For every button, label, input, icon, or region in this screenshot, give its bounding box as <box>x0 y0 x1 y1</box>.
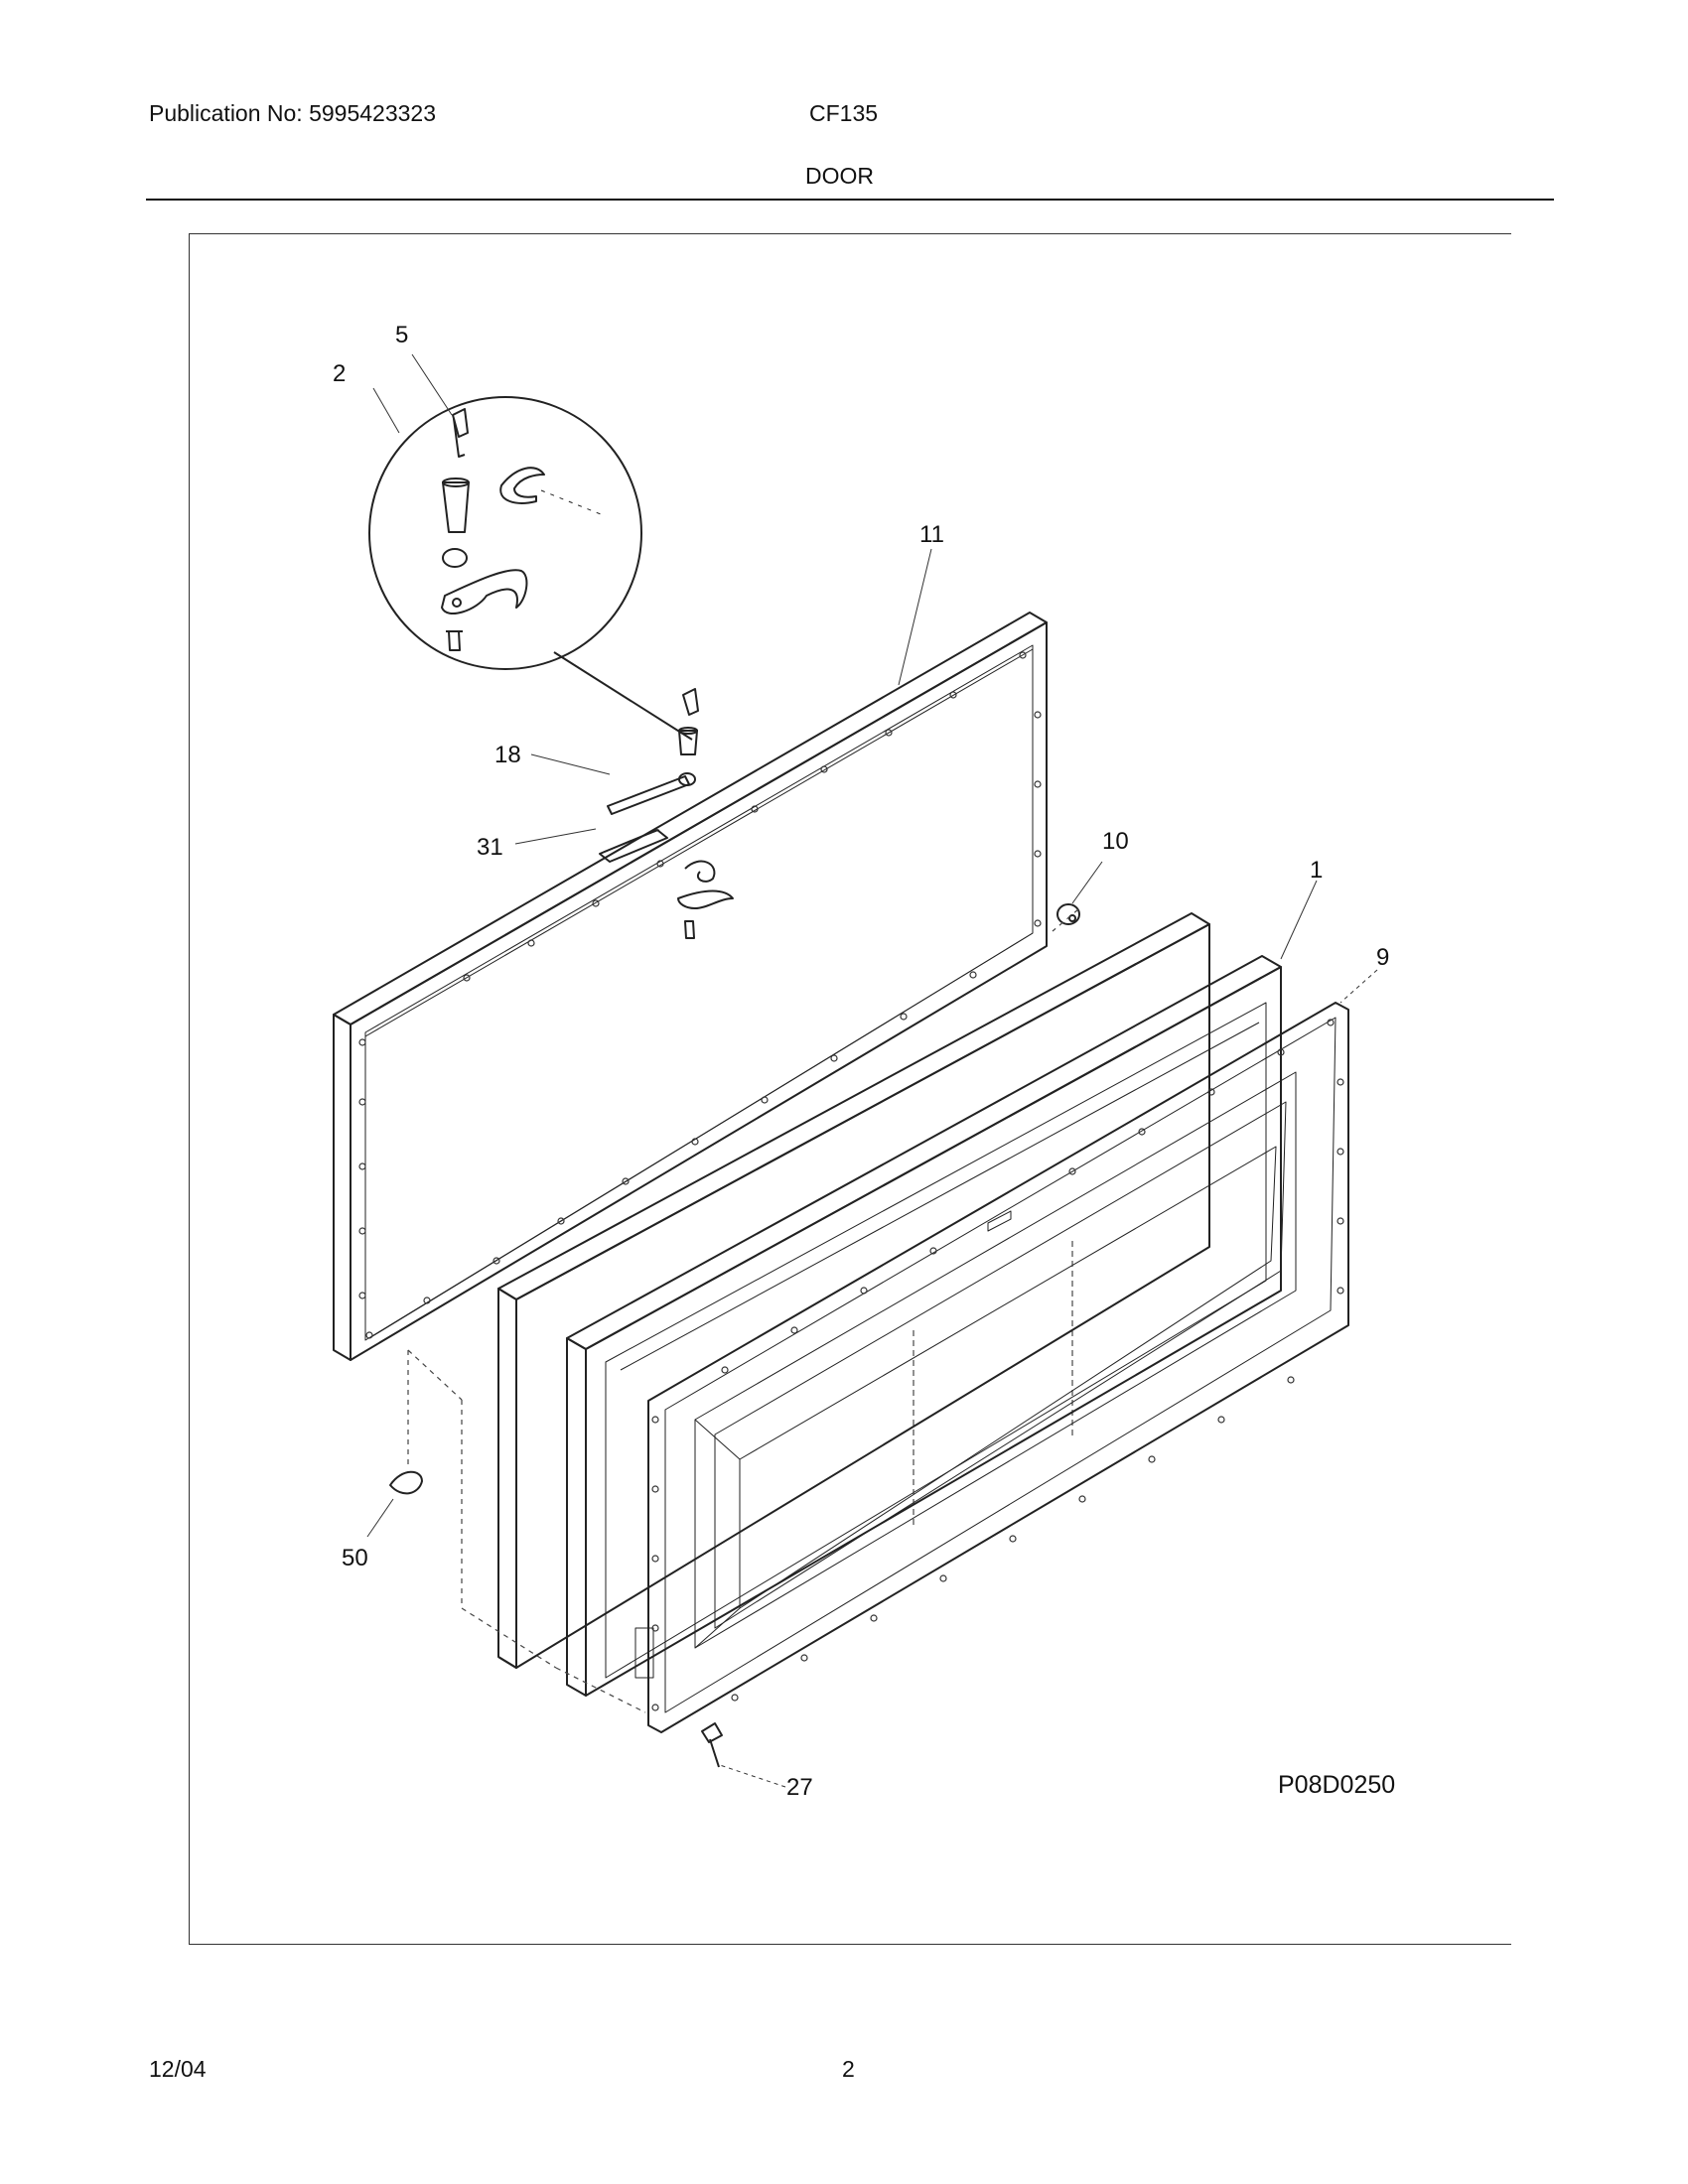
diagram-frame-bottom <box>189 1944 1511 1945</box>
callout-27: 27 <box>786 1774 813 1801</box>
page-number: 2 <box>842 2056 855 2082</box>
header-rule <box>146 199 1554 201</box>
diagram-frame-left <box>189 233 190 1944</box>
diagram-frame-top <box>189 233 1511 234</box>
callout-1: 1 <box>1310 857 1323 884</box>
callout-31: 31 <box>477 834 503 861</box>
handle-hardware <box>599 688 734 939</box>
drawing-code: P08D0250 <box>1278 1771 1395 1799</box>
callout-10: 10 <box>1102 828 1129 855</box>
part-27-screw <box>701 1722 723 1768</box>
part-50-clip <box>389 1470 423 1495</box>
callout-2: 2 <box>333 360 346 387</box>
callout-5: 5 <box>395 322 408 348</box>
detail-circle-part-2 <box>368 396 693 741</box>
callout-50: 50 <box>342 1545 368 1571</box>
part-9-outer-panel <box>647 1002 1349 1733</box>
part-11-back-panel <box>333 612 1048 1361</box>
screw-holes <box>358 651 1344 1711</box>
model-number: CF135 <box>809 100 879 126</box>
footer-date: 12/04 <box>149 2056 207 2082</box>
callout-18: 18 <box>494 742 521 768</box>
insulation-slab <box>497 912 1210 1669</box>
section-title: DOOR <box>805 163 874 189</box>
part-1-gasket <box>566 955 1282 1697</box>
part-10-grommet <box>1056 903 1080 925</box>
leader-lines <box>366 353 1378 1788</box>
callout-9: 9 <box>1376 944 1389 971</box>
assembly-lines <box>407 908 1079 1713</box>
callout-11: 11 <box>919 521 944 548</box>
publication-number: Publication No: 5995423323 <box>149 100 437 126</box>
